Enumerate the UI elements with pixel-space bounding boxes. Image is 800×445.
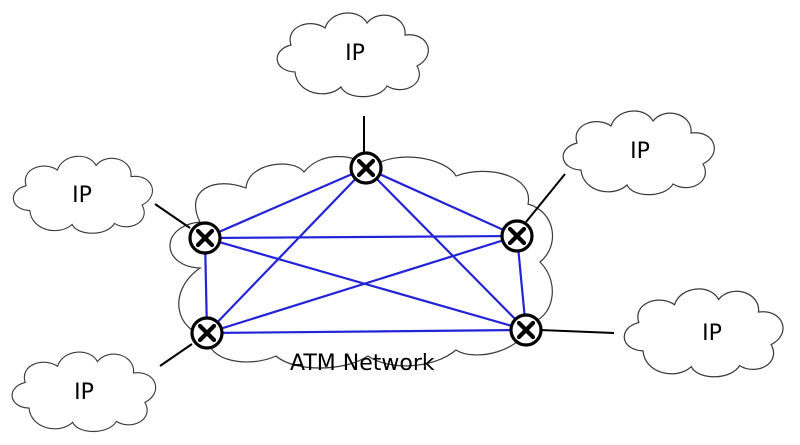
access-link-right-lower [539,329,615,334]
ip-cloud-right-upper-label: IP [630,139,650,164]
ip-cloud-bottom-left-label: IP [74,380,94,405]
access-link-right-upper [525,173,566,223]
switch-x-icon [197,323,217,343]
ip-cloud-top: IP [276,12,429,98]
access-links [154,116,615,367]
switch-x-icon [507,226,527,246]
mesh-link [206,234,518,335]
switch-x-icon [356,158,376,178]
atm-switch-left [188,221,222,255]
atm-switch-right-lower [509,313,543,347]
ip-cloud-bottom-left: IP [11,351,157,433]
ip-cloud-left-label: IP [72,183,92,208]
mesh-link [204,234,518,240]
atm-switch-top [349,151,383,185]
mesh-links [203,166,528,335]
atm-switch-bottom-left [190,316,224,350]
mesh-link [206,328,527,335]
ip-cloud-right-lower: IP [623,288,784,378]
ip-cloud-right-lower-label: IP [702,321,722,346]
mesh-link [365,167,527,331]
mesh-link [206,167,367,334]
access-link-bottom-left [159,343,193,367]
mesh-link [365,166,518,238]
switch-x-icon [516,320,536,340]
ip-cloud-right-upper: IP [562,110,715,196]
mesh-link [204,166,367,240]
atm-switch-right-upper [500,219,534,253]
ip-cloud-top-label: IP [345,41,365,66]
atm-network-label: ATM Network [290,351,435,376]
atm-network-cloud [169,155,554,369]
ip-cloud-left: IP [12,155,154,234]
switch-x-icon [195,228,215,248]
access-link-left [154,203,191,229]
